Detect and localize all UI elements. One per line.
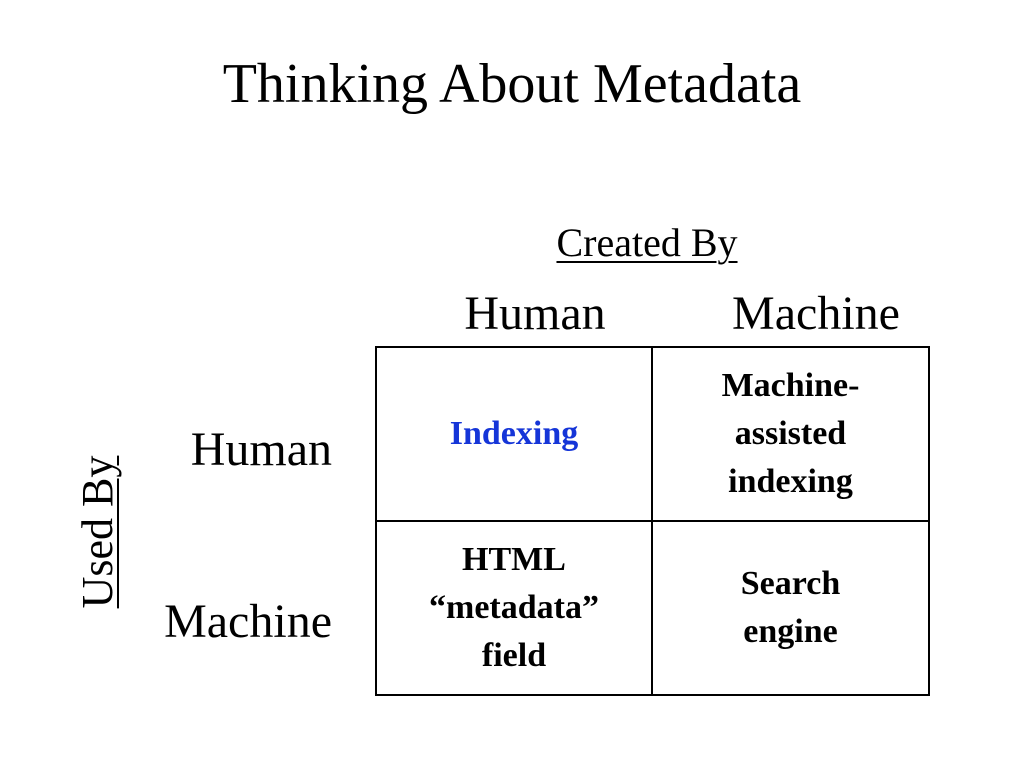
column-header-human: Human [464,287,606,340]
matrix-cell-human-machine: Machine- assisted indexing [653,348,928,522]
row-header-machine: Machine [164,595,332,648]
created-by-axis-label: Created By [556,220,738,265]
slide-title: Thinking About Metadata [222,53,802,115]
matrix-cell-human-human: Indexing [377,348,653,522]
matrix-cell-machine-human: HTML “metadata” field [377,522,653,694]
matrix-cell-machine-machine: Search engine [653,522,928,694]
metadata-matrix: Indexing Machine- assisted indexing HTML… [375,346,930,696]
cell-text-machine-assisted-indexing: Machine- assisted indexing [721,367,860,500]
cell-text-indexing: Indexing [449,415,579,452]
row-header-human: Human [190,423,332,476]
column-header-machine: Machine [732,287,900,340]
cell-text-search-engine: Search engine [740,565,841,650]
used-by-axis-label: Used By [73,455,122,609]
cell-text-html-metadata-field: HTML “metadata” field [429,541,599,674]
